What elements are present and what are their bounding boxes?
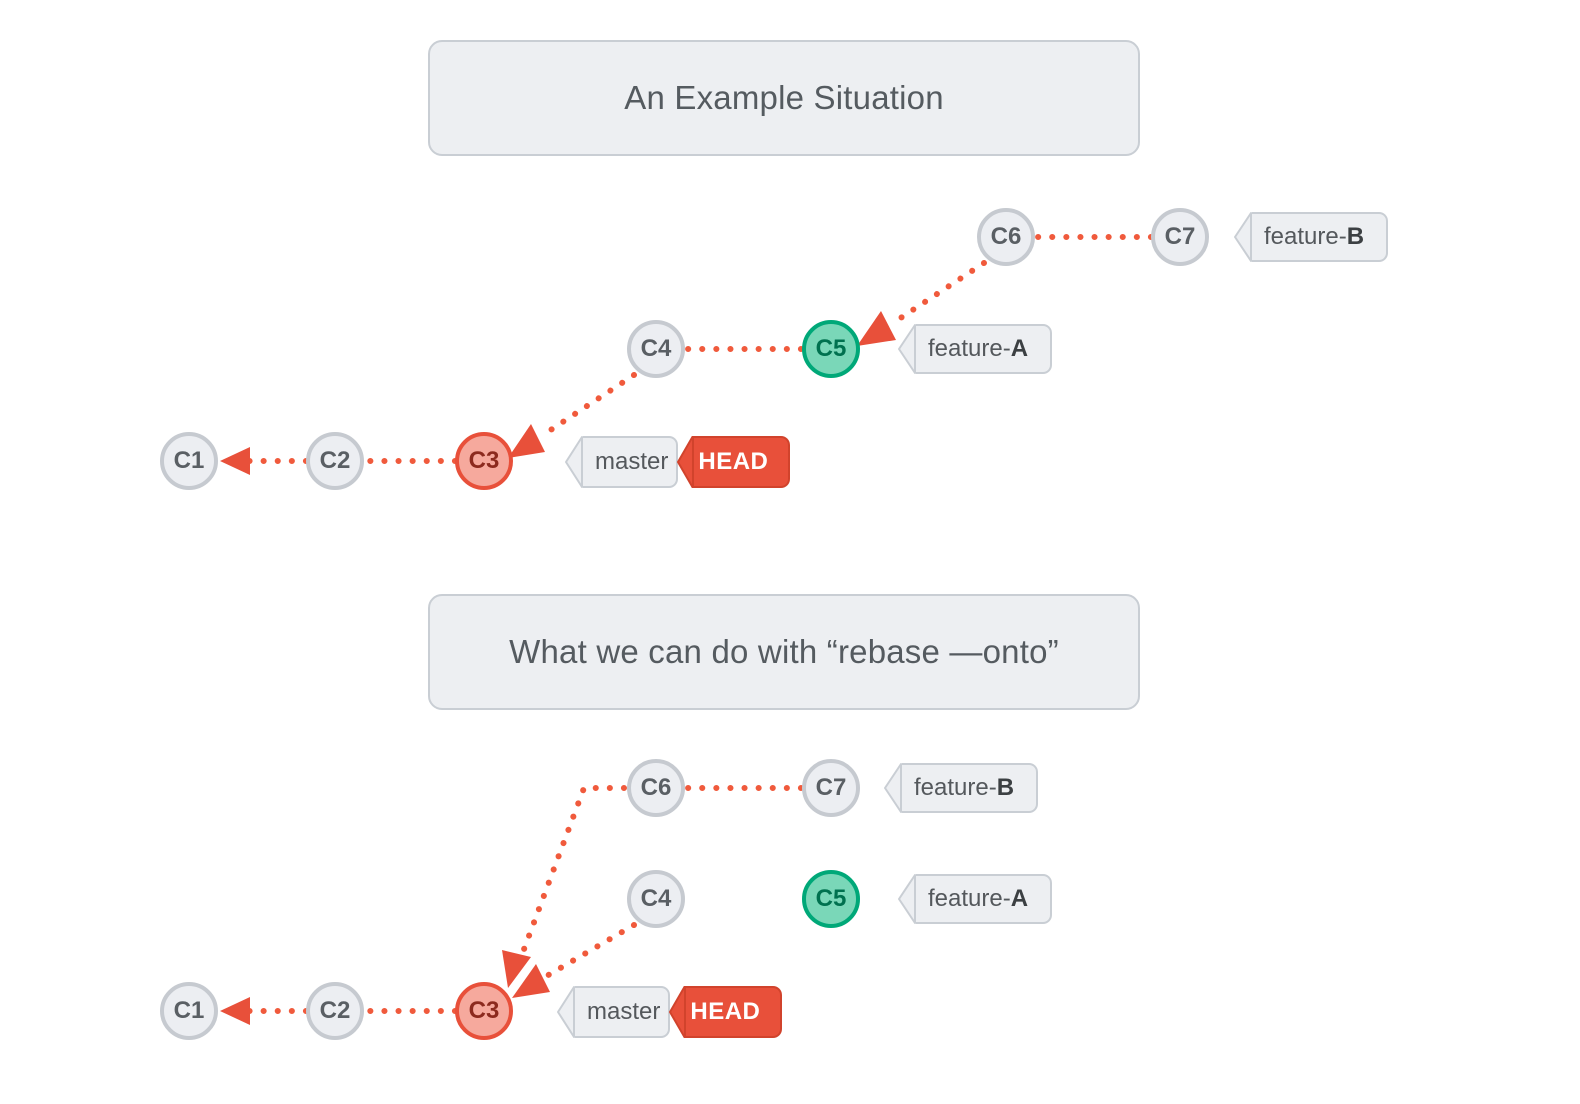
edges-bottom (220, 785, 804, 1025)
banner-example-situation: An Example Situation (428, 40, 1140, 156)
ref-text: feature-B (902, 763, 1039, 813)
arrowhead-c3-top (508, 424, 545, 458)
ref-prefix: feature- (1264, 223, 1347, 250)
commit-label: C1 (173, 447, 205, 474)
ref-suffix: B (1346, 223, 1365, 250)
ref-prefix: feature- (928, 335, 1011, 362)
ref-notch-icon (882, 763, 902, 813)
edge-c4-c3-bottom (542, 922, 637, 980)
banner-title-2: What we can do with “rebase —onto” (509, 633, 1059, 670)
commit-node-c6-bottom[interactable]: C6 (627, 759, 685, 817)
branch-name: master (575, 986, 671, 1038)
commit-label: C5 (815, 885, 847, 912)
edge-c6-c5-top (890, 260, 987, 326)
commit-label: C6 (990, 223, 1022, 250)
commit-label: C3 (468, 997, 500, 1024)
ref-label-master-head-bottom[interactable]: master HEAD (555, 985, 783, 1039)
commit-label: C4 (640, 335, 672, 362)
commit-label: C7 (815, 774, 847, 801)
commit-label: C2 (319, 447, 351, 474)
ref-notch-icon (896, 874, 916, 924)
commit-node-c2-bottom[interactable]: C2 (306, 982, 364, 1040)
commit-node-c1-top[interactable]: C1 (160, 432, 218, 490)
ref-prefix: feature- (928, 885, 1011, 912)
commit-label: C2 (319, 997, 351, 1024)
ref-label-feature-a-top[interactable]: feature-A (896, 324, 1053, 374)
arrowhead-c1-bottom (220, 997, 250, 1025)
commit-label: C6 (640, 774, 672, 801)
edges-top (220, 234, 1154, 475)
ref-text: feature-A (916, 324, 1053, 374)
ref-label-feature-b-top[interactable]: feature-B (1232, 212, 1389, 262)
ref-label-master-head-top[interactable]: master HEAD (563, 435, 791, 489)
commit-node-c7-top[interactable]: C7 (1151, 208, 1209, 266)
commit-label: C1 (173, 997, 205, 1024)
ref-notch-icon (563, 436, 583, 488)
ref-notch-icon (896, 324, 916, 374)
commit-node-c1-bottom[interactable]: C1 (160, 982, 218, 1040)
commit-node-c6-top[interactable]: C6 (977, 208, 1035, 266)
edge-c4-c3-top (537, 372, 637, 440)
commit-node-c5-bottom[interactable]: C5 (802, 870, 860, 928)
banner-title-1: An Example Situation (624, 79, 944, 116)
ref-notch-icon (555, 986, 575, 1038)
commit-node-c4-top[interactable]: C4 (627, 320, 685, 378)
ref-label-feature-a-bottom[interactable]: feature-A (896, 874, 1053, 924)
head-badge: HEAD (686, 986, 783, 1038)
arrowhead-c1-top (220, 447, 250, 475)
banner-rebase-onto: What we can do with “rebase —onto” (428, 594, 1140, 710)
commit-node-c7-bottom[interactable]: C7 (802, 759, 860, 817)
ref-suffix: A (1010, 885, 1029, 912)
commit-label: C3 (468, 447, 500, 474)
head-notch-icon (668, 985, 687, 1039)
edge-c6-c3-bottom (517, 785, 627, 963)
branch-name: master (583, 436, 679, 488)
ref-suffix: A (1010, 335, 1029, 362)
arrowhead-c3-from-c6-bottom (502, 950, 531, 988)
ref-suffix: B (996, 774, 1015, 801)
head-badge: HEAD (694, 436, 791, 488)
commit-node-c3-bottom[interactable]: C3 (455, 982, 513, 1040)
commit-node-c3-top[interactable]: C3 (455, 432, 513, 490)
ref-text: feature-B (1252, 212, 1389, 262)
ref-text: feature-A (916, 874, 1053, 924)
commit-node-c2-top[interactable]: C2 (306, 432, 364, 490)
commit-node-c4-bottom[interactable]: C4 (627, 870, 685, 928)
ref-notch-icon (1232, 212, 1252, 262)
ref-label-feature-b-bottom[interactable]: feature-B (882, 763, 1039, 813)
commit-node-c5-top[interactable]: C5 (802, 320, 860, 378)
arrowhead-c5-top (857, 311, 896, 346)
arrowhead-c3-from-c4-bottom (512, 964, 550, 998)
commit-label: C5 (815, 335, 847, 362)
head-notch-icon (676, 435, 695, 489)
ref-prefix: feature- (914, 774, 997, 801)
commit-label: C7 (1164, 223, 1196, 250)
commit-label: C4 (640, 885, 672, 912)
